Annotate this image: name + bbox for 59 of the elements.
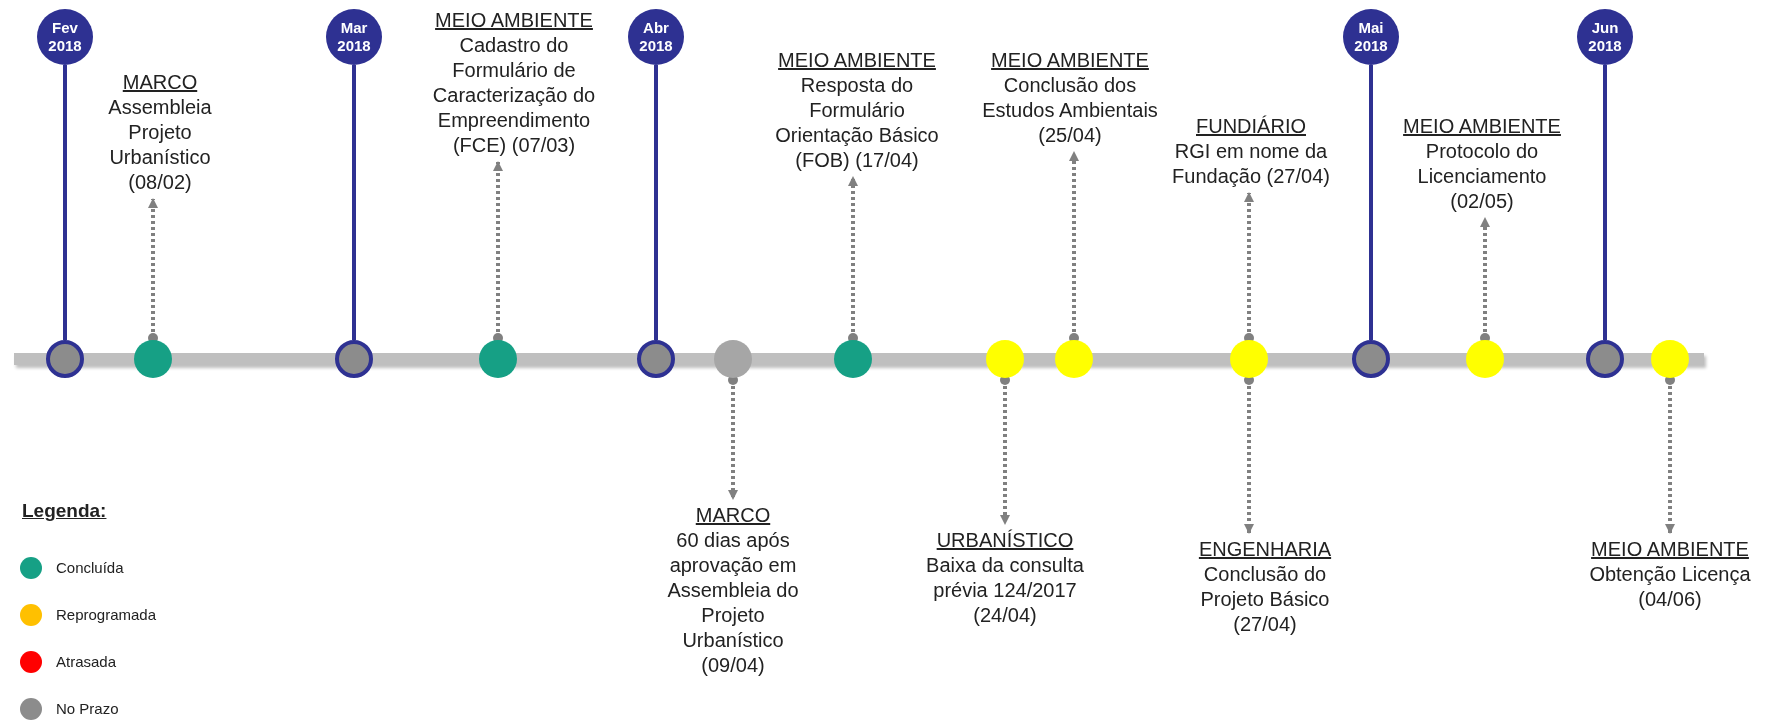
dotted-arrow [148, 198, 158, 343]
status-dot [1651, 340, 1689, 378]
category-heading: ENGENHARIA [1197, 537, 1333, 562]
connector-line [654, 65, 658, 340]
connector-line [352, 65, 356, 340]
event-text: Assembleia Projeto Urbanístico (08/02) [107, 95, 213, 195]
dotted-arrow [1000, 375, 1010, 525]
event-text: Baixa da consulta prévia 124/2017 (24/04) [925, 553, 1085, 628]
month-badge: Mai 2018 [1343, 9, 1399, 65]
category-heading: URBANÍSTICO [935, 528, 1075, 553]
milestone-ring [335, 340, 373, 378]
category-heading: MARCO [694, 503, 772, 528]
event-text: Protocolo do Licenciamento (02/05) [1416, 139, 1548, 214]
category-heading: FUNDIÁRIO [1195, 114, 1307, 139]
dotted-arrow [848, 176, 858, 343]
event-text: Obtenção Licença (04/06) [1588, 562, 1752, 612]
dotted-arrow [493, 161, 503, 343]
status-dot [714, 340, 752, 378]
status-dot [479, 340, 517, 378]
event-text: Conclusão dos Estudos Ambientais (25/04) [982, 73, 1158, 148]
category-heading: MEIO AMBIENTE [777, 48, 937, 73]
connector-line [1603, 65, 1607, 340]
legend-label: Reprogramada [56, 606, 157, 624]
milestone-ring [1586, 340, 1624, 378]
milestone-ring [46, 340, 84, 378]
dotted-arrow [1244, 192, 1254, 343]
event-text: Conclusão do Projeto Básico (27/04) [1199, 562, 1331, 637]
category-heading: MEIO AMBIENTE [1402, 114, 1562, 139]
dotted-arrow [1244, 375, 1254, 534]
dotted-arrow [728, 375, 738, 500]
legend-label: Atrasada [56, 653, 117, 671]
month-badge: Mar 2018 [326, 9, 382, 65]
status-dot [134, 340, 172, 378]
legend-label: No Prazo [56, 700, 119, 718]
connector-line [63, 65, 67, 340]
category-heading: MEIO AMBIENTE [434, 8, 594, 33]
status-dot [1230, 340, 1268, 378]
month-badge: Jun 2018 [1577, 9, 1633, 65]
month-badge: Abr 2018 [628, 9, 684, 65]
dotted-arrow [1069, 151, 1079, 343]
event-text: Resposta do Formulário Orientação Básico (FOB) (17/04) [774, 73, 940, 173]
category-heading: MARCO [121, 70, 199, 95]
legend-label: Concluída [56, 559, 124, 577]
milestone-ring [1352, 340, 1390, 378]
status-dot [986, 340, 1024, 378]
status-dot [1466, 340, 1504, 378]
connector-line [1369, 65, 1373, 340]
category-heading: MEIO AMBIENTE [1590, 537, 1750, 562]
status-dot [1055, 340, 1093, 378]
event-text: RGI em nome da Fundação (27/04) [1171, 139, 1331, 189]
category-heading: MEIO AMBIENTE [990, 48, 1150, 73]
legend-title: Legenda: [22, 500, 107, 522]
event-text: 60 dias após aprovação em Assembleia do Projeto Urbanístico (09/04) [666, 528, 800, 678]
month-badge: Fev 2018 [37, 9, 93, 65]
event-text: Cadastro do Formulário de Caracterização do Empreendimento (FCE) (07/03) [431, 33, 597, 158]
milestone-ring [637, 340, 675, 378]
dotted-arrow [1480, 217, 1490, 343]
status-dot [834, 340, 872, 378]
dotted-arrow [1665, 375, 1675, 534]
